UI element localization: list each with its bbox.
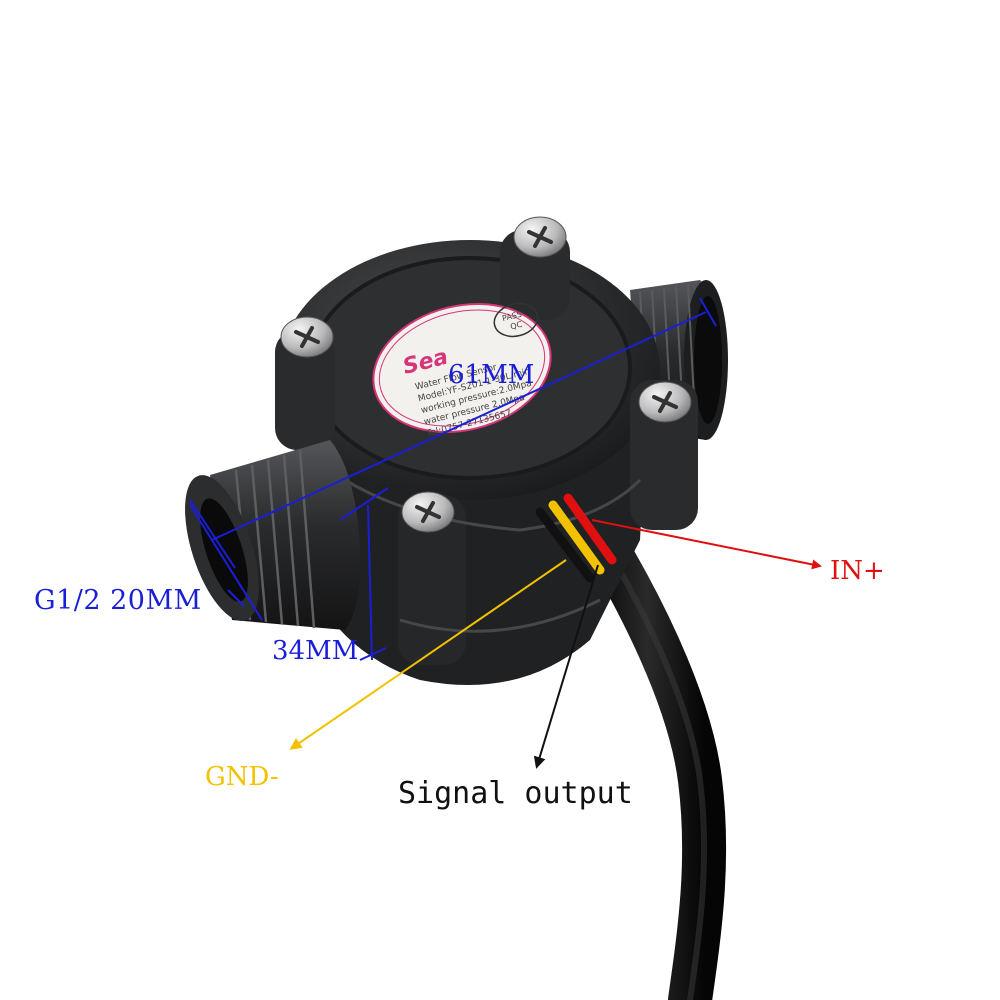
ground-pointer (289, 559, 567, 750)
dimension-height (339, 487, 389, 661)
dimension-thread (189, 504, 263, 621)
dimension-length (189, 297, 717, 569)
signal-pointer (533, 564, 599, 769)
length-dimension-label: 61MM (448, 360, 535, 390)
wire-bundle (535, 493, 617, 583)
phillips-screw-icon (401, 491, 455, 533)
vcc-pointer (591, 519, 822, 570)
height-dimension-label: 34MM (272, 636, 359, 666)
phillips-screw-icon (638, 381, 692, 423)
phillips-screw-icon (280, 316, 334, 358)
thread-dimension-label: G1/2 20MM (34, 585, 202, 616)
signal-wire-label: Signal output (398, 776, 633, 811)
phillips-screw-icon (513, 216, 567, 258)
vcc-wire-label: IN+ (830, 556, 885, 586)
ground-wire-label: GND- (205, 762, 279, 792)
sticker-qc: QC (509, 320, 523, 332)
